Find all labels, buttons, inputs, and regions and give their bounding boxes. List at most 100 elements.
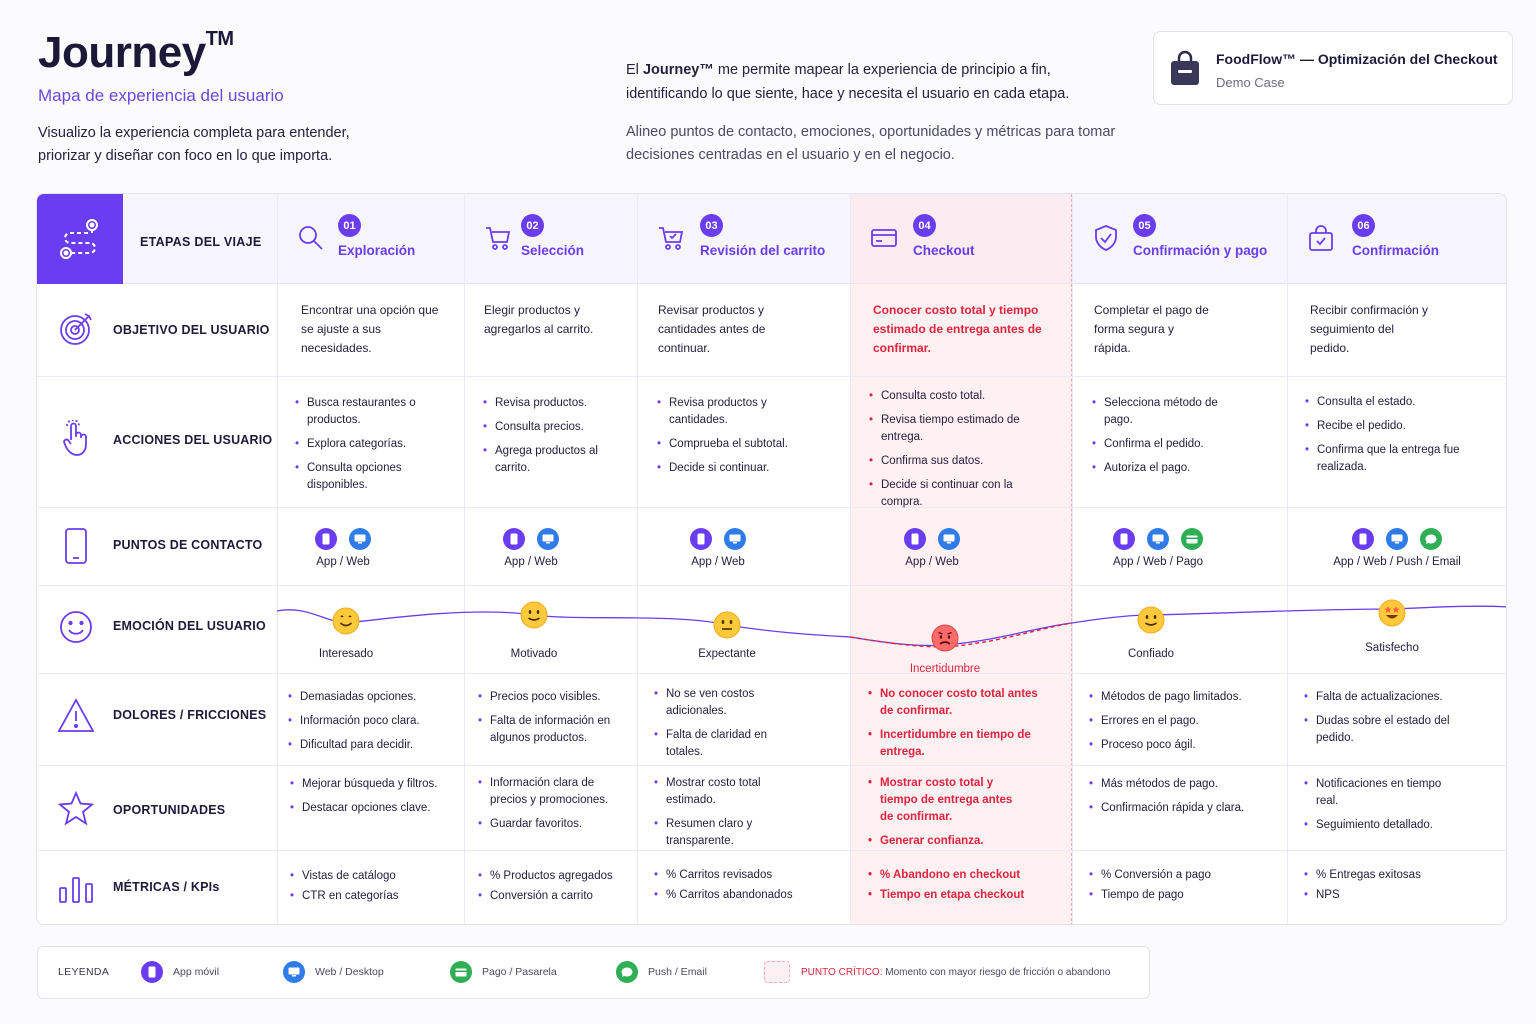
- stage-number: 02: [521, 214, 544, 237]
- tab-stage-confirmacion[interactable]: 06 Confirmación: [1287, 194, 1506, 284]
- emotion-label: Interesado: [318, 648, 374, 660]
- list-item: Tiempo en etapa checkout: [868, 887, 1058, 903]
- target-icon: [60, 313, 92, 345]
- objetivo-cell: Recibir confirmación y seguimiento del p…: [1310, 303, 1429, 355]
- smiley-icon: [60, 611, 92, 643]
- cart-icon: [486, 227, 511, 250]
- search-icon: [299, 226, 323, 250]
- journey-grid: ETAPAS DEL VIAJE 01 Exploración 02 Selec…: [36, 193, 1507, 925]
- acciones-list-critical: Consulta costo total. Revisa tiempo esti…: [869, 388, 1034, 518]
- star-eyes-emoji-icon: [1378, 599, 1406, 627]
- row-label-metricas: MÉTRICAS / KPIs: [113, 880, 220, 894]
- list-item: Destacar opciones clave.: [290, 800, 450, 817]
- legend-item-pago: Pago / Pasarela: [450, 961, 557, 983]
- metricas-list: % Conversión a pago Tiempo de pago: [1089, 867, 1249, 910]
- tab-stage-revision[interactable]: 03 Revisión del carrito: [637, 194, 850, 284]
- stage-name: Selección: [521, 243, 585, 258]
- stage-name: Confirmación y pago: [1133, 243, 1268, 258]
- list-item: % Abandono en checkout: [868, 867, 1058, 883]
- emotion-confiado: Confiado: [1091, 606, 1211, 660]
- desktop-icon: [724, 528, 746, 550]
- legend-label: Push / Email: [648, 966, 707, 978]
- stage-name: Checkout: [913, 243, 975, 258]
- tab-stage-confirmacion-pago[interactable]: 05 Confirmación y pago: [1072, 194, 1287, 284]
- list-item: Decide si continuar.: [657, 460, 807, 477]
- dolores-list: Métodos de pago limitados. Errores en el…: [1089, 689, 1269, 761]
- stage-number: 03: [700, 214, 723, 237]
- list-item: Revisa productos y cantidades.: [657, 395, 807, 429]
- dolores-list: Falta de actualizaciones. Dudas sobre el…: [1304, 689, 1454, 754]
- header-icon-block: [37, 194, 123, 284]
- list-item: Guardar favoritos.: [478, 816, 628, 833]
- mobile-app-icon: [141, 961, 163, 983]
- stage-number: 04: [913, 214, 936, 237]
- list-item: Busca restaurantes o productos.: [295, 395, 435, 429]
- intro-text: El Journey™ me permite mapear la experie…: [626, 62, 1070, 102]
- list-item: Agrega productos al carrito.: [483, 443, 623, 477]
- stages-header: [37, 194, 1506, 284]
- bar-chart-icon: [59, 877, 93, 903]
- mobile-app-icon: [904, 528, 926, 550]
- list-item: Comprueba el subtotal.: [657, 436, 807, 453]
- chat-bubble-icon: [616, 961, 638, 983]
- objetivo-cell: Completar el pago de forma segura y rápi…: [1094, 303, 1209, 355]
- case-card: FoodFlow™ — Optimización del Checkout De…: [1153, 31, 1513, 105]
- legend-item-push: Push / Email: [616, 961, 707, 983]
- stages-label: ETAPAS DEL VIAJE: [140, 235, 262, 249]
- mobile-app-icon: [503, 528, 525, 550]
- desktop-icon: [349, 528, 371, 550]
- list-item: % Entregas exitosas: [1304, 867, 1464, 883]
- dolores-list-critical: No conocer costo total antes de confirma…: [868, 686, 1038, 768]
- touchpoint-label: App / Web: [905, 556, 959, 568]
- list-item: Confirma que la entrega fue realizada.: [1305, 442, 1470, 476]
- payment-icon: [450, 961, 472, 983]
- tab-stage-exploracion[interactable]: 01 Exploración: [277, 194, 464, 284]
- neutral-emoji-icon: [713, 611, 741, 639]
- lead-text: Visualizo la experiencia completa para e…: [38, 125, 350, 164]
- list-item: Resumen claro y transparente.: [654, 816, 804, 850]
- legend-label: App móvil: [173, 966, 220, 978]
- legend-label: Pago / Pasarela: [482, 966, 557, 978]
- list-item: No conocer costo total antes de confirma…: [868, 686, 1038, 720]
- emotion-label: Confiado: [1127, 648, 1175, 660]
- list-item: Demasiadas opciones.: [288, 689, 458, 706]
- emotion-interesado: Interesado: [286, 607, 406, 660]
- stage-number: 06: [1352, 214, 1375, 237]
- row-label-acciones: ACCIONES DEL USUARIO: [113, 433, 273, 447]
- list-item: Consulta costo total.: [869, 388, 1034, 405]
- legend-label: Web / Desktop: [315, 966, 384, 978]
- list-item: Información clara de precios y promocion…: [478, 775, 628, 809]
- oportunidades-list: Información clara de precios y promocion…: [478, 775, 628, 840]
- list-item: Revisa tiempo estimado de entrega.: [869, 412, 1034, 446]
- chat-bubble-icon: [1420, 528, 1442, 550]
- bag-check-icon: [1309, 225, 1333, 251]
- desktop-icon: [283, 961, 305, 983]
- smartphone-icon: [65, 528, 87, 564]
- list-item: Confirma sus datos.: [869, 453, 1034, 470]
- stage-number: 05: [1133, 214, 1156, 237]
- list-item: Falta de claridad en totales.: [654, 727, 804, 761]
- touchpoint-label: App / Web: [316, 556, 370, 568]
- emotion-satisfecho: Satisfecho: [1332, 599, 1452, 654]
- metricas-list: Vistas de catálogo CTR en categorías: [290, 868, 450, 911]
- metricas-list: % Carritos revisados % Carritos abandona…: [654, 867, 834, 910]
- tab-stage-seleccion[interactable]: 02 Selección: [464, 194, 637, 284]
- oportunidades-list: Mejorar búsqueda y filtros. Destacar opc…: [290, 776, 450, 824]
- row-label-emocion: EMOCIÓN DEL USUARIO: [113, 619, 266, 633]
- emotion-label: Expectante: [698, 648, 756, 660]
- list-item: Consulta opciones disponibles.: [295, 460, 435, 494]
- objetivo-cell: Encontrar una opción que se ajuste a sus…: [301, 303, 439, 355]
- list-item: Recibe el pedido.: [1305, 418, 1470, 435]
- intro-text-secondary: Alineo puntos de contacto, emociones, op…: [626, 124, 1116, 163]
- tab-stage-checkout[interactable]: 04 Checkout: [850, 194, 1072, 284]
- legend: LEYENDA App móvil Web / Desktop Pago / P…: [37, 946, 1150, 999]
- warning-icon: [57, 698, 95, 732]
- mobile-app-icon: [1113, 528, 1135, 550]
- touchpoint-label: App / Web / Pago: [1113, 556, 1203, 568]
- worried-emoji-icon: [931, 624, 959, 652]
- row-label-oportunidades: OPORTUNIDADES: [113, 803, 226, 817]
- legend-item-web: Web / Desktop: [283, 961, 384, 983]
- list-item: Consulta precios.: [483, 419, 623, 436]
- touchpoint-cell: App / Web / Push / Email: [1322, 528, 1472, 568]
- list-item: Explora categorías.: [295, 436, 435, 453]
